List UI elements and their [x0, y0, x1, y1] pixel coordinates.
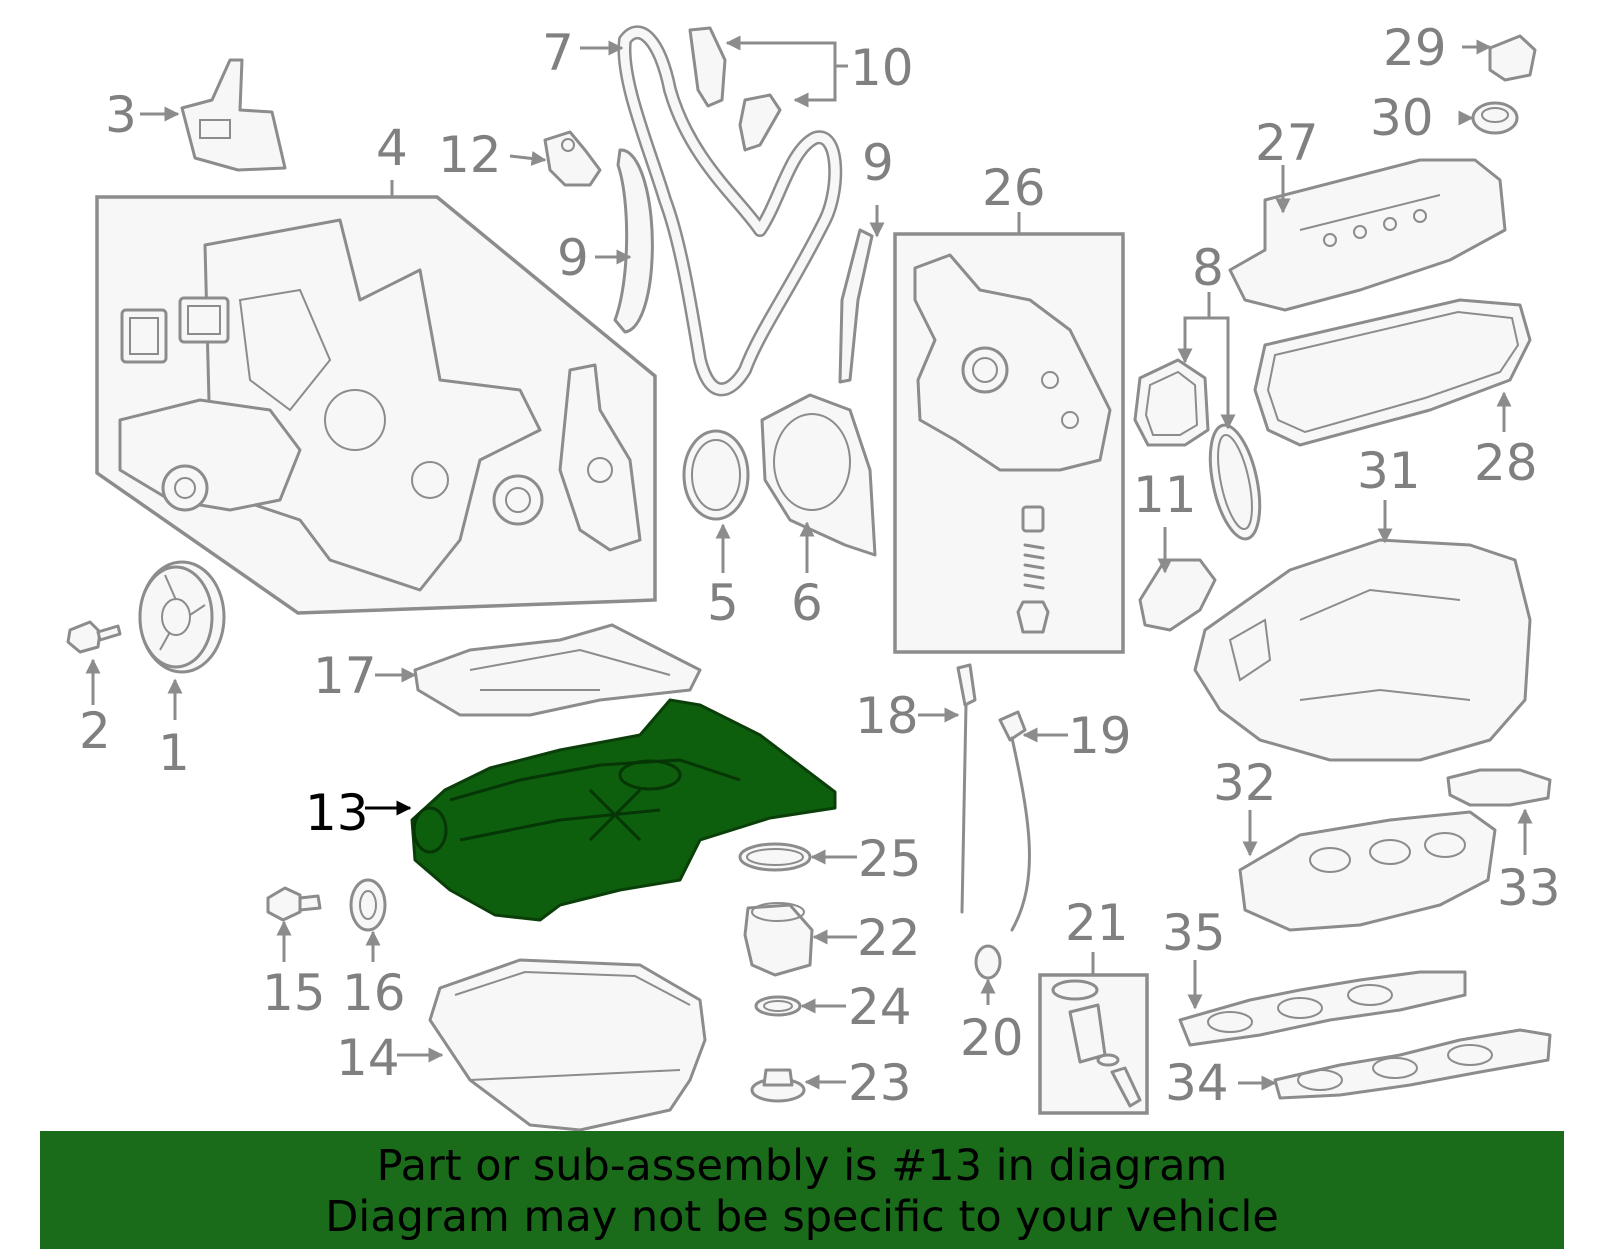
part-19-dipstick-tube[interactable]: [998, 710, 1031, 932]
part-9-chain-guide-right[interactable]: [838, 228, 874, 384]
part-16-drain-plug-gasket[interactable]: [349, 878, 387, 932]
part-30-seal[interactable]: [1471, 101, 1519, 135]
part-15-drain-plug[interactable]: [266, 886, 322, 922]
label-1: 1: [158, 724, 190, 782]
label-18: 18: [855, 687, 919, 745]
part-5-oil-seal[interactable]: [682, 429, 750, 521]
label-16: 16: [342, 964, 406, 1022]
label-19: 19: [1068, 707, 1132, 765]
part-1-crankshaft-pulley[interactable]: [138, 560, 226, 674]
label-26: 26: [982, 159, 1046, 217]
label-23: 23: [848, 1054, 912, 1112]
part-4-timing-cover-group[interactable]: [95, 195, 657, 615]
banner-line-disclaimer: Diagram may not be specific to your vehi…: [325, 1192, 1279, 1242]
part-22-filter-housing[interactable]: [743, 902, 814, 977]
label-11: 11: [1133, 466, 1197, 524]
part-27-valve-cover[interactable]: [1228, 158, 1507, 312]
part-17-oil-pan-gasket[interactable]: [413, 623, 702, 717]
label-27: 27: [1255, 114, 1319, 172]
part-6-seal-retainer[interactable]: [760, 393, 877, 557]
label-17: 17: [313, 647, 377, 705]
part-25-o-ring[interactable]: [738, 842, 812, 872]
label-30: 30: [1370, 89, 1434, 147]
part-21-oil-filter-group[interactable]: [1038, 973, 1149, 1115]
callout-labels: 1 2 3 4 5 6 7 8 9 9 10 11 12 13 14 15 16…: [79, 19, 1561, 1112]
part-33-gasket[interactable]: [1446, 768, 1552, 807]
label-21: 21: [1065, 894, 1129, 952]
label-5: 5: [707, 574, 739, 632]
label-22: 22: [857, 909, 921, 967]
part-29-oil-filler-cap[interactable]: [1488, 34, 1537, 82]
label-24: 24: [848, 978, 912, 1036]
part-9-chain-guide-left[interactable]: [613, 148, 654, 334]
label-28: 28: [1474, 434, 1538, 492]
label-29: 29: [1383, 19, 1447, 77]
info-banner: Part or sub-assembly is #13 in diagram D…: [40, 1131, 1564, 1249]
label-2: 2: [79, 702, 111, 760]
label-4: 4: [376, 119, 408, 177]
label-31: 31: [1357, 442, 1421, 500]
label-8: 8: [1192, 239, 1224, 297]
part-10-chain-tensioner[interactable]: [688, 26, 782, 152]
label-7: 7: [542, 24, 574, 82]
label-32: 32: [1213, 754, 1277, 812]
part-24-o-ring[interactable]: [754, 995, 802, 1017]
label-9a: 9: [557, 229, 589, 287]
label-15: 15: [262, 964, 326, 1022]
part-34-gasket[interactable]: [1273, 1028, 1552, 1100]
part-11-bracket[interactable]: [1138, 558, 1217, 632]
label-35: 35: [1162, 904, 1226, 962]
part-7-timing-chain[interactable]: [617, 25, 843, 397]
part-23-drain-plug[interactable]: [750, 1068, 806, 1103]
label-34: 34: [1165, 1054, 1229, 1112]
part-14-oil-pan-lower[interactable]: [428, 958, 707, 1132]
leader-arrows: [85, 35, 1533, 1091]
label-25: 25: [858, 830, 922, 888]
part-20-o-ring[interactable]: [974, 944, 1002, 980]
label-14: 14: [336, 1029, 400, 1087]
label-13: 13: [305, 784, 369, 842]
label-33: 33: [1497, 859, 1561, 917]
part-32-manifold[interactable]: [1238, 810, 1497, 932]
banner-line-part: Part or sub-assembly is #13 in diagram: [376, 1141, 1228, 1191]
part-18-dipstick[interactable]: [956, 663, 977, 914]
part-35-gasket[interactable]: [1178, 970, 1467, 1047]
part-3-bracket[interactable]: [180, 58, 287, 172]
part-8-gaskets[interactable]: [1133, 358, 1269, 543]
part-13-oil-pan-upper[interactable]: [410, 698, 837, 922]
label-12: 12: [438, 126, 502, 184]
label-3: 3: [105, 86, 137, 144]
label-20: 20: [960, 1009, 1024, 1067]
part-28-valve-cover-gasket[interactable]: [1253, 298, 1532, 447]
part-12-sensor[interactable]: [543, 130, 602, 187]
part-26-oil-pump-group[interactable]: [893, 232, 1125, 654]
label-6: 6: [791, 574, 823, 632]
label-9b: 9: [862, 134, 894, 192]
label-10: 10: [850, 39, 914, 97]
part-2-pulley-bolt[interactable]: [66, 620, 122, 654]
part-31-intake-manifold[interactable]: [1193, 538, 1532, 762]
